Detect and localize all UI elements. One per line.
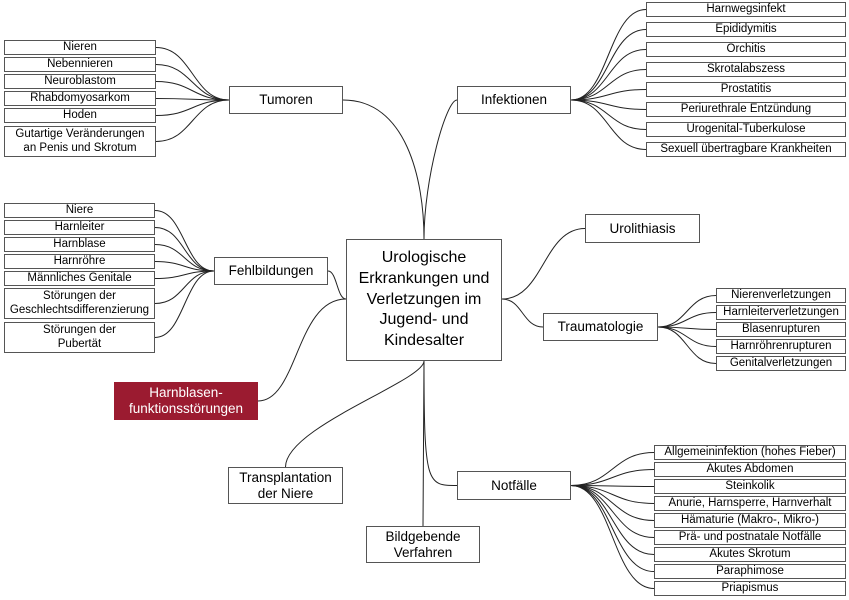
branch-fehlbildungen: Fehlbildungen bbox=[214, 257, 328, 285]
connector-leaf-infektionen-7 bbox=[570, 99, 647, 150]
connector-leaf-fehlbildungen-5 bbox=[154, 270, 215, 304]
connector-center-notfaelle bbox=[423, 360, 458, 486]
connector-leaf-infektionen-0 bbox=[570, 9, 647, 101]
leaf-traumatologie-0: Nierenverletzungen bbox=[716, 288, 846, 303]
connector-leaf-tumoren-1 bbox=[155, 64, 230, 101]
connector-leaf-infektionen-6 bbox=[570, 99, 647, 130]
connector-center-fehlbildungen bbox=[327, 270, 347, 300]
leaf-infektionen-5: Periurethrale Entzündung bbox=[646, 102, 846, 117]
branch-tumoren: Tumoren bbox=[229, 86, 343, 114]
leaf-infektionen-3: Skrotalabszess bbox=[646, 62, 846, 77]
branch-infektionen: Infektionen bbox=[457, 86, 571, 114]
connector-leaf-fehlbildungen-4 bbox=[154, 270, 215, 279]
connector-leaf-notfaelle-1 bbox=[570, 469, 655, 486]
connector-leaf-tumoren-2 bbox=[155, 81, 230, 101]
connector-leaf-traumatologie-1 bbox=[657, 312, 717, 328]
leaf-fehlbildungen-3: Harnröhre bbox=[4, 254, 155, 269]
connector-leaf-tumoren-4 bbox=[155, 99, 230, 116]
leaf-infektionen-2: Orchitis bbox=[646, 42, 846, 57]
leaf-notfaelle-3: Anurie, Harnsperre, Harnverhalt bbox=[654, 496, 846, 511]
leaf-tumoren-0: Nieren bbox=[4, 40, 156, 55]
connector-center-transplantation bbox=[285, 360, 425, 468]
connector-leaf-traumatologie-4 bbox=[657, 326, 717, 364]
connector-leaf-notfaelle-2 bbox=[570, 485, 655, 487]
leaf-traumatologie-1: Harnleiterverletzungen bbox=[716, 305, 846, 320]
connector-leaf-traumatologie-3 bbox=[657, 326, 717, 347]
leaf-fehlbildungen-4: Männliches Genitale bbox=[4, 271, 155, 286]
leaf-notfaelle-0: Allgemeininfektion (hohes Fieber) bbox=[654, 445, 846, 460]
leaf-fehlbildungen-1: Harnleiter bbox=[4, 220, 155, 235]
leaf-tumoren-5: Gutartige Veränderungen an Penis und Skr… bbox=[4, 126, 156, 157]
connector-leaf-fehlbildungen-3 bbox=[154, 261, 215, 272]
connector-leaf-traumatologie-2 bbox=[657, 326, 717, 330]
branch-transplantation: Transplantation der Niere bbox=[228, 467, 343, 504]
connector-leaf-notfaelle-5 bbox=[570, 485, 655, 538]
connector-leaf-notfaelle-6 bbox=[570, 485, 655, 555]
connector-leaf-infektionen-4 bbox=[570, 89, 647, 101]
leaf-infektionen-1: Epididymitis bbox=[646, 22, 846, 37]
branch-urolithiasis: Urolithiasis bbox=[585, 214, 700, 243]
leaf-traumatologie-3: Harnröhrenrupturen bbox=[716, 339, 846, 354]
connector-leaf-notfaelle-4 bbox=[570, 485, 655, 521]
leaf-traumatologie-2: Blasenrupturen bbox=[716, 322, 846, 337]
branch-traumatologie: Traumatologie bbox=[543, 313, 658, 341]
connector-leaf-fehlbildungen-6 bbox=[154, 270, 215, 338]
leaf-notfaelle-1: Akutes Abdomen bbox=[654, 462, 846, 477]
leaf-fehlbildungen-0: Niere bbox=[4, 203, 155, 218]
branch-bildgebende-verfahren: Bildgebende Verfahren bbox=[366, 526, 480, 563]
leaf-notfaelle-4: Hämaturie (Makro-, Mikro-) bbox=[654, 513, 846, 528]
leaf-tumoren-3: Rhabdomyosarkom bbox=[4, 91, 156, 106]
connector-leaf-notfaelle-7 bbox=[570, 485, 655, 572]
connector-center-traumatologie bbox=[501, 298, 544, 328]
connector-leaf-tumoren-0 bbox=[155, 47, 230, 101]
leaf-infektionen-0: Harnwegsinfekt bbox=[646, 2, 846, 17]
connector-leaf-tumoren-3 bbox=[155, 98, 230, 101]
connector-center-bildgebende bbox=[422, 360, 425, 527]
center-topic: Urologische Erkrankungen und Verletzunge… bbox=[346, 239, 502, 361]
connector-leaf-notfaelle-3 bbox=[570, 485, 655, 504]
connector-leaf-infektionen-5 bbox=[570, 99, 647, 110]
leaf-fehlbildungen-2: Harnblase bbox=[4, 237, 155, 252]
connector-leaf-notfaelle-8 bbox=[570, 485, 655, 589]
leaf-fehlbildungen-5: Störungen der Geschlechtsdifferenzierung bbox=[4, 288, 155, 319]
connector-leaf-tumoren-5 bbox=[155, 99, 230, 142]
leaf-tumoren-2: Neuroblastom bbox=[4, 74, 156, 89]
leaf-notfaelle-7: Paraphimose bbox=[654, 564, 846, 579]
leaf-notfaelle-2: Steinkolik bbox=[654, 479, 846, 494]
connector-leaf-fehlbildungen-1 bbox=[154, 227, 215, 272]
leaf-infektionen-4: Prostatitis bbox=[646, 82, 846, 97]
leaf-traumatologie-4: Genitalverletzungen bbox=[716, 356, 846, 371]
connector-leaf-infektionen-3 bbox=[570, 69, 647, 101]
connector-leaf-fehlbildungen-2 bbox=[154, 244, 215, 272]
leaf-notfaelle-5: Prä- und postnatale Notfälle bbox=[654, 530, 846, 545]
leaf-notfaelle-8: Priapismus bbox=[654, 581, 846, 596]
connector-center-infektionen bbox=[423, 99, 458, 240]
connector-center-tumoren bbox=[342, 99, 425, 240]
branch-harnblasenfunktionsstoerungen: Harnblasen- funktionsstörungen bbox=[114, 382, 258, 420]
leaf-notfaelle-6: Akutes Skrotum bbox=[654, 547, 846, 562]
leaf-infektionen-7: Sexuell übertragbare Krankheiten bbox=[646, 142, 846, 157]
connector-leaf-notfaelle-0 bbox=[570, 452, 655, 486]
leaf-tumoren-1: Nebennieren bbox=[4, 57, 156, 72]
connector-leaf-traumatologie-0 bbox=[657, 295, 717, 328]
connector-leaf-infektionen-2 bbox=[570, 49, 647, 101]
leaf-fehlbildungen-6: Störungen der Pubertät bbox=[4, 322, 155, 353]
leaf-tumoren-4: Hoden bbox=[4, 108, 156, 123]
connector-center-harnblase bbox=[257, 298, 347, 402]
leaf-infektionen-6: Urogenital-Tuberkulose bbox=[646, 122, 846, 137]
connector-leaf-fehlbildungen-0 bbox=[154, 210, 215, 272]
connector-leaf-infektionen-1 bbox=[570, 29, 647, 101]
branch-notfaelle: Notfälle bbox=[457, 471, 571, 500]
connector-center-urolithiasis bbox=[501, 228, 586, 300]
